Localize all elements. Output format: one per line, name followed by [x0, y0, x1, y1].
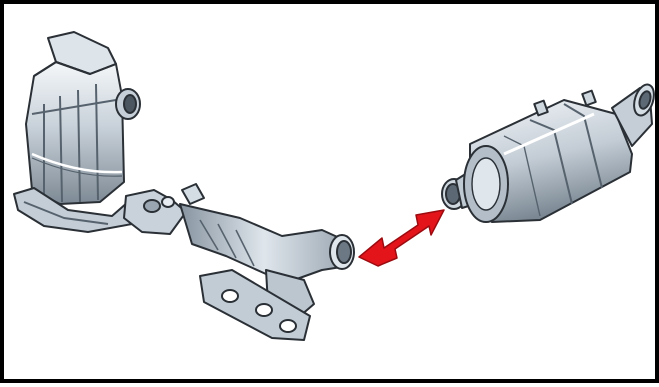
double-headed-arrow-icon	[359, 210, 444, 266]
particulate-filter-icon	[442, 82, 658, 222]
exhaust-manifold-icon	[14, 32, 354, 340]
diagram-canvas	[4, 4, 659, 387]
